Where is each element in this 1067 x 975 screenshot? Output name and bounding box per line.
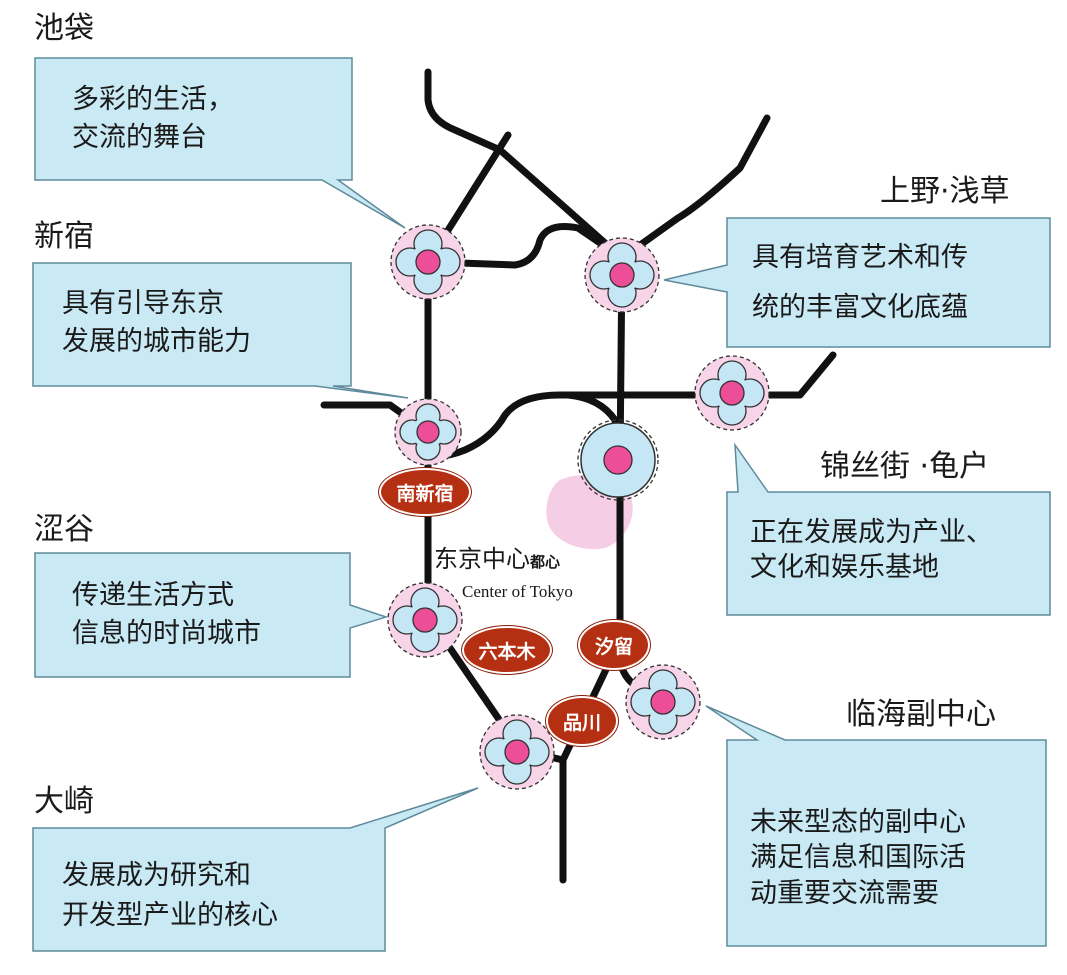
callout-rinkai (705, 705, 1047, 947)
station-badge-shiodome: 汐留 (578, 620, 650, 670)
callout-text-ikebukuro-2: 交流的舞台 (72, 122, 207, 153)
node-rinkai (625, 664, 701, 740)
label-ikebukuro: 池袋 (34, 11, 94, 46)
callout-text-ueno-1: 具有培育艺术和传 (752, 242, 968, 273)
callout-text-rinkai-1: 未来型态的副中心 (750, 807, 966, 838)
label-rinkai: 临海副中心 (846, 697, 996, 732)
node-shibuya (387, 582, 463, 658)
node-center (577, 419, 659, 501)
callout-text-rinkai-2: 满足信息和国际活 (750, 842, 966, 873)
label-ueno-asakusa: 上野·浅草 (880, 174, 1010, 209)
center-label-cn-main: 东京中心 (434, 545, 530, 573)
callout-text-shibuya-1: 传递生活方式 (72, 580, 234, 611)
node-ikebukuro (390, 224, 466, 300)
callout-ueno (663, 217, 1051, 348)
callout-text-shinjuku-1: 具有引导东京 (62, 288, 224, 319)
callout-text-kinshicho-1: 正在发展成为产业、 (750, 517, 993, 548)
node-osaki (479, 714, 555, 790)
callout-text-shinjuku-2: 发展的城市能力 (62, 326, 251, 357)
label-shibuya: 涩谷 (34, 512, 94, 547)
callout-osaki (32, 787, 479, 952)
node-shinjuku (394, 398, 462, 466)
callout-text-kinshicho-2: 文化和娱乐基地 (750, 552, 939, 583)
callout-text-shibuya-2: 信息的时尚城市 (72, 618, 261, 649)
station-badge-roppongi: 六本木 (462, 626, 552, 674)
node-ueno (584, 237, 660, 313)
callout-shinjuku (32, 262, 409, 399)
label-kinshicho-kameido: 锦丝街 ·龟户 (820, 449, 990, 484)
callout-text-ueno-2: 统的丰富文化底蕴 (752, 292, 968, 323)
label-osaki: 大崎 (34, 784, 94, 819)
center-label-cn-small: 都心 (530, 553, 561, 571)
callout-text-osaki-2: 开发型产业的核心 (62, 900, 278, 931)
station-badge-minami-shinjuku: 南新宿 (379, 468, 471, 516)
label-shinjuku: 新宿 (34, 219, 94, 254)
callout-text-ikebukuro-1: 多彩的生活， (72, 84, 234, 115)
callout-text-rinkai-3: 动重要交流需要 (750, 878, 939, 909)
node-kinshicho (694, 355, 770, 431)
callout-ikebukuro (34, 57, 406, 229)
center-label-cn: 东京中心都心 (434, 547, 560, 571)
callout-shibuya (34, 552, 389, 678)
callout-kinshicho (726, 442, 1051, 616)
callout-text-osaki-1: 发展成为研究和 (62, 860, 251, 891)
station-badge-shinagawa: 品川 (546, 696, 618, 746)
center-label-en: Center of Tokyo (462, 582, 573, 601)
